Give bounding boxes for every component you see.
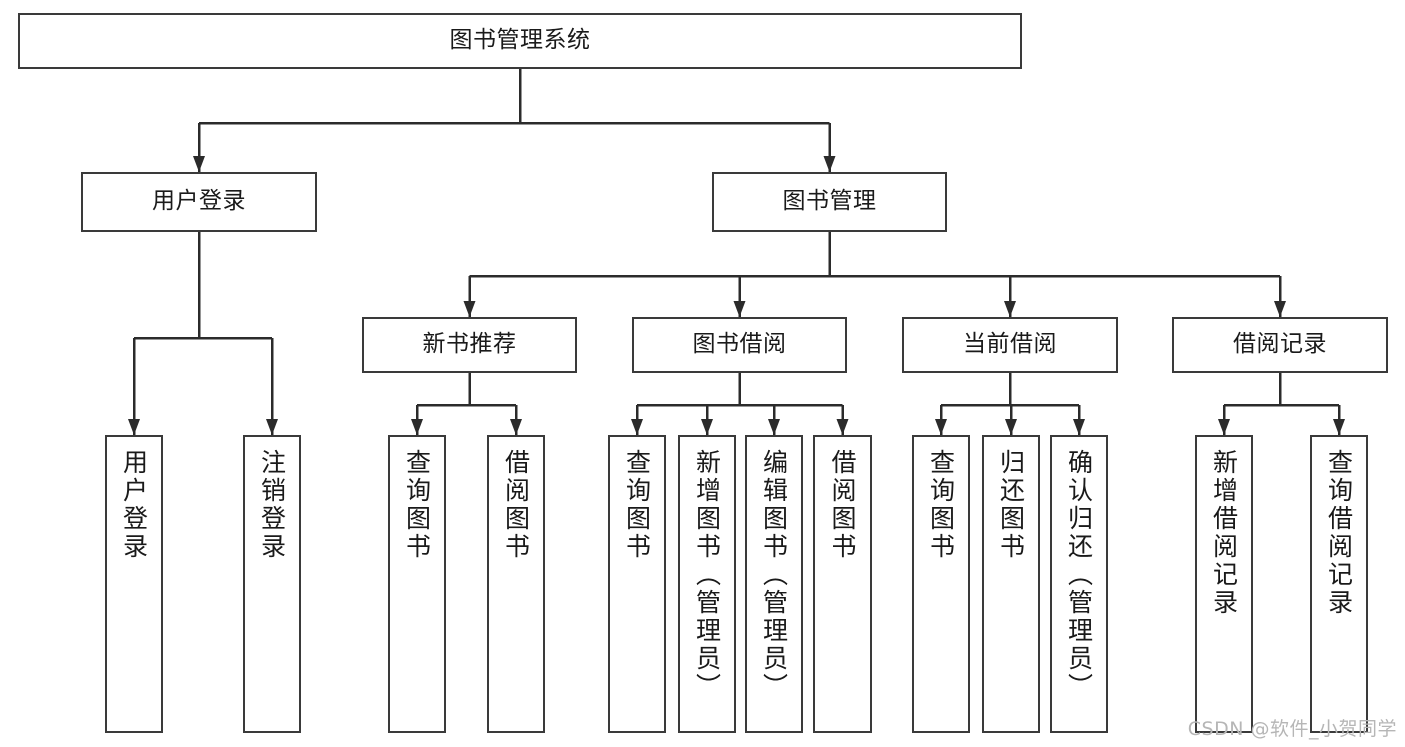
- node-label: 注销登录: [257, 449, 287, 561]
- node-label: 图书管理: [782, 188, 877, 215]
- leaf-borrow-book-1[interactable]: 借阅图书: [487, 435, 545, 733]
- node-borrow-record[interactable]: 借阅记录: [1172, 317, 1388, 373]
- node-label: 新增图书（管理员）: [692, 449, 722, 701]
- leaf-query-book-2[interactable]: 查询图书: [608, 435, 666, 733]
- node-label: 当前借阅: [963, 331, 1057, 358]
- node-label: 图书借阅: [692, 331, 787, 358]
- node-label: 借阅图书: [501, 449, 531, 561]
- leaf-confirm-return-admin[interactable]: 确认归还（管理员）: [1050, 435, 1108, 733]
- node-book-manage[interactable]: 图书管理: [712, 172, 947, 232]
- node-label: 查询图书: [926, 449, 956, 561]
- node-current-borrow[interactable]: 当前借阅: [902, 317, 1118, 373]
- leaf-query-borrow-record[interactable]: 查询借阅记录: [1310, 435, 1368, 733]
- node-label: 新书推荐: [422, 331, 517, 358]
- leaf-edit-book-admin[interactable]: 编辑图书（管理员）: [745, 435, 803, 733]
- node-label: 借阅记录: [1233, 331, 1327, 358]
- node-label: 用户登录: [152, 188, 246, 215]
- node-new-book-recommend[interactable]: 新书推荐: [362, 317, 577, 373]
- leaf-return-book[interactable]: 归还图书: [982, 435, 1040, 733]
- node-label: 编辑图书（管理员）: [759, 449, 789, 701]
- leaf-borrow-book-2[interactable]: 借阅图书: [813, 435, 872, 733]
- node-label: 新增借阅记录: [1209, 449, 1239, 617]
- node-user-login[interactable]: 用户登录: [81, 172, 317, 232]
- leaf-query-book-1[interactable]: 查询图书: [388, 435, 446, 733]
- leaf-query-book-3[interactable]: 查询图书: [912, 435, 970, 733]
- leaf-user-login[interactable]: 用户登录: [105, 435, 163, 733]
- leaf-add-book-admin[interactable]: 新增图书（管理员）: [678, 435, 736, 733]
- node-label: 查询图书: [622, 449, 652, 561]
- node-label: 用户登录: [119, 449, 149, 561]
- node-book-borrow[interactable]: 图书借阅: [632, 317, 847, 373]
- node-label: 确认归还（管理员）: [1064, 449, 1094, 701]
- leaf-logout[interactable]: 注销登录: [243, 435, 301, 733]
- node-label: 查询借阅记录: [1324, 449, 1354, 617]
- node-root-system[interactable]: 图书管理系统: [18, 13, 1022, 69]
- node-label: 图书管理系统: [449, 27, 591, 54]
- node-label: 查询图书: [402, 449, 432, 561]
- leaf-add-borrow-record[interactable]: 新增借阅记录: [1195, 435, 1253, 733]
- node-label: 归还图书: [996, 449, 1026, 561]
- csdn-watermark: CSDN @软件_小贺同学: [1187, 718, 1397, 740]
- node-label: 借阅图书: [828, 449, 857, 561]
